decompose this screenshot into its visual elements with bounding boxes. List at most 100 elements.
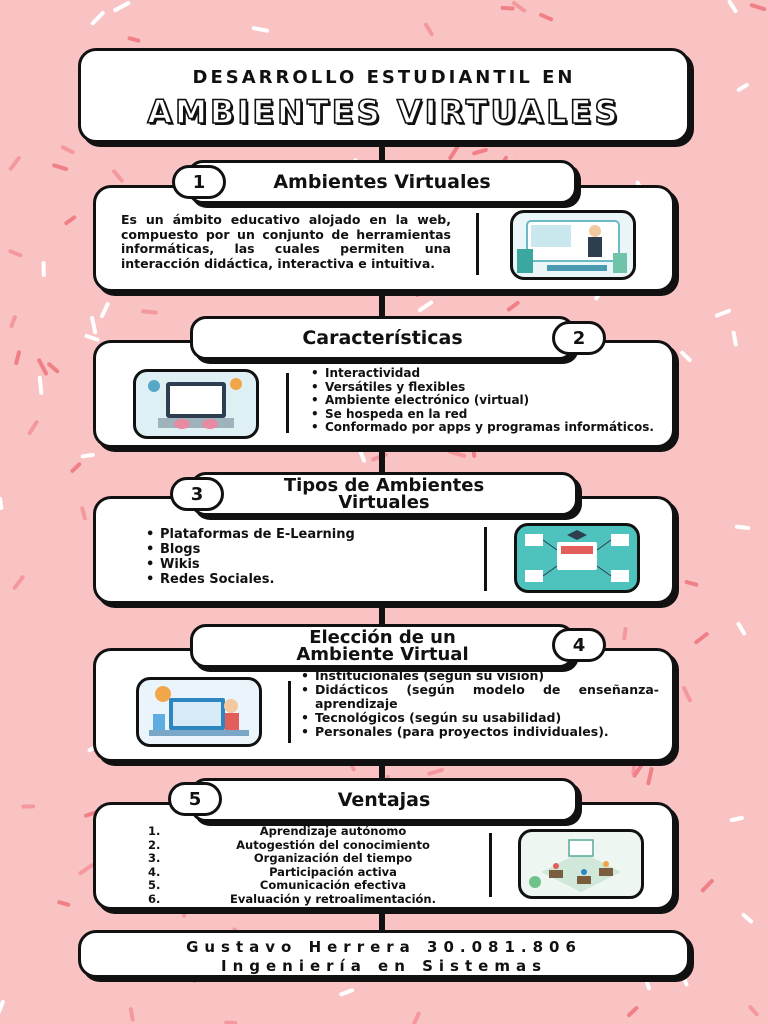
sprinkle bbox=[427, 767, 444, 776]
sprinkle bbox=[141, 309, 158, 315]
list-item: Blogs bbox=[146, 542, 466, 557]
sprinkle bbox=[57, 900, 71, 907]
list-item: Redes Sociales. bbox=[146, 572, 466, 587]
list-item: Versátiles y flexibles bbox=[311, 380, 663, 395]
section-2-tab: Características bbox=[190, 316, 575, 360]
list-item: Se hospeda en la red bbox=[311, 407, 663, 422]
sprinkle bbox=[411, 1011, 421, 1024]
sprinkle bbox=[80, 452, 95, 459]
sprinkle bbox=[70, 462, 82, 473]
section-5-card: 1.Aprendizaje autónomo 2.Autogestión del… bbox=[93, 802, 675, 910]
author-name: Gustavo Herrera 30.081.806 bbox=[186, 938, 582, 956]
sprinkle bbox=[643, 974, 651, 991]
section-5-tab: Ventajas bbox=[190, 778, 578, 822]
sprinkle bbox=[60, 145, 75, 155]
list-item: Institucionales (según su visión) bbox=[301, 669, 659, 684]
sprinkle bbox=[714, 308, 732, 318]
sprinkle bbox=[749, 3, 767, 12]
header-box: DESARROLLO ESTUDIANTIL EN AMBIENTES VIRT… bbox=[78, 48, 690, 143]
divider bbox=[489, 833, 492, 897]
section-2-list: Interactividad Versátiles y flexibles Am… bbox=[311, 366, 663, 435]
section-2-title: Características bbox=[302, 327, 463, 349]
header-subtitle: DESARROLLO ESTUDIANTIL EN bbox=[192, 67, 576, 88]
sprinkle bbox=[447, 449, 467, 458]
virtual-classroom-illustration bbox=[518, 829, 644, 899]
list-item: 2.Autogestión del conocimiento bbox=[148, 837, 430, 852]
list-item: Personales (para proyectos individuales)… bbox=[301, 725, 659, 740]
list-item: Wikis bbox=[146, 557, 466, 572]
sprinkle bbox=[84, 334, 100, 342]
section-3-list: Plataformas de E-Learning Blogs Wikis Re… bbox=[146, 527, 466, 587]
section-3-number: 3 bbox=[170, 477, 224, 511]
sprinkle bbox=[626, 1006, 639, 1018]
sprinkle bbox=[27, 420, 39, 436]
online-study-illustration bbox=[136, 677, 262, 747]
elearning-network-illustration bbox=[514, 523, 640, 593]
sprinkle bbox=[358, 449, 367, 463]
sprinkle bbox=[729, 815, 744, 823]
sprinkle bbox=[0, 496, 4, 510]
sprinkle bbox=[731, 330, 738, 347]
list-item: 5.Comunicación efectiva bbox=[148, 878, 407, 892]
divider bbox=[286, 373, 289, 433]
sprinkle bbox=[113, 1, 131, 13]
section-5-title: Ventajas bbox=[337, 789, 431, 811]
sprinkle bbox=[622, 627, 628, 641]
sprinkle bbox=[682, 686, 692, 703]
section-5-list: 1.Aprendizaje autónomo 2.Autogestión del… bbox=[148, 824, 478, 906]
sprinkle bbox=[736, 621, 747, 636]
sprinkle bbox=[112, 169, 124, 183]
section-3-tab: Tipos de Ambientes Virtuales bbox=[190, 472, 578, 516]
list-item: Tecnológicos (según su usabilidad) bbox=[301, 711, 659, 726]
sprinkle bbox=[99, 302, 110, 319]
sprinkle bbox=[78, 863, 94, 876]
sprinkle bbox=[680, 350, 692, 363]
sprinkle bbox=[52, 163, 69, 172]
footer-box: Gustavo Herrera 30.081.806 Ingeniería en… bbox=[78, 930, 690, 978]
sprinkle bbox=[90, 316, 98, 335]
section-4-list: Institucionales (según su visión) Didáct… bbox=[301, 669, 659, 740]
sprinkle bbox=[9, 315, 17, 328]
divider bbox=[484, 527, 487, 591]
section-2-number: 2 bbox=[552, 321, 606, 355]
list-item: 4.Participación activa bbox=[148, 864, 397, 879]
section-1-tab: Ambientes Virtuales bbox=[187, 160, 577, 204]
section-4-number: 4 bbox=[552, 628, 606, 662]
section-3-title-line2: Virtuales bbox=[338, 492, 430, 513]
section-1-text: Es un ámbito educativo alojado en la web… bbox=[121, 212, 451, 271]
sprinkle bbox=[539, 12, 554, 22]
header-title: AMBIENTES VIRTUALES bbox=[147, 92, 621, 132]
sprinkle bbox=[700, 879, 714, 893]
list-item: Conformado por apps y programas informát… bbox=[311, 420, 663, 435]
list-item: 1.Aprendizaje autónomo bbox=[148, 824, 407, 838]
section-1-number: 1 bbox=[172, 165, 226, 199]
divider bbox=[288, 681, 291, 743]
section-4-tab: Elección de un Ambiente Virtual bbox=[190, 624, 575, 668]
sprinkle bbox=[37, 375, 44, 395]
sprinkle bbox=[12, 575, 25, 590]
sprinkle bbox=[511, 0, 527, 13]
sprinkle bbox=[506, 300, 520, 312]
sprinkle bbox=[418, 300, 434, 313]
sprinkle bbox=[448, 144, 460, 160]
sprinkle bbox=[127, 36, 141, 43]
sprinkle bbox=[631, 759, 637, 776]
sprinkle bbox=[251, 26, 270, 33]
sprinkle bbox=[741, 912, 754, 924]
sprinkle bbox=[736, 82, 749, 92]
sprinkle bbox=[0, 999, 5, 1014]
divider bbox=[476, 213, 479, 275]
sprinkle bbox=[748, 1005, 759, 1017]
section-4-title-line1: Elección de un bbox=[309, 627, 456, 648]
sprinkle bbox=[646, 767, 654, 786]
sprinkle bbox=[694, 632, 709, 645]
sprinkle bbox=[472, 147, 488, 156]
sprinkle bbox=[8, 249, 23, 258]
sprinkle bbox=[684, 580, 699, 587]
sprinkle bbox=[14, 350, 22, 366]
list-item: 3.Organización del tiempo bbox=[148, 851, 413, 865]
presenter-screen-illustration bbox=[510, 210, 636, 280]
sprinkle bbox=[734, 524, 751, 531]
list-item: Ambiente electrónico (virtual) bbox=[311, 393, 663, 408]
sprinkle bbox=[37, 358, 49, 376]
